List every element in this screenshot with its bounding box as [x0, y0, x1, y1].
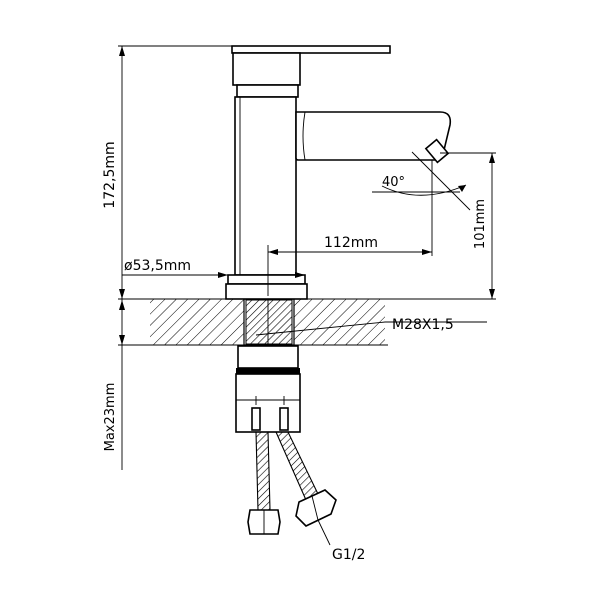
hose-nuts: [247, 489, 337, 535]
thread-leader: [255, 321, 487, 336]
label-base-diameter: ø53,5mm: [124, 258, 191, 274]
dimension-height: [118, 45, 232, 299]
mounting-nut: [235, 345, 301, 433]
label-spout-height: 101mm: [473, 199, 488, 249]
flexible-hoses: [255, 431, 319, 511]
connection-leader: [317, 519, 331, 546]
label-height: 172,5mm: [102, 141, 118, 208]
dimension-spout-height: [388, 152, 496, 300]
label-connection: G1/2: [332, 547, 365, 563]
label-angle: 40°: [382, 175, 405, 190]
dimension-base: [122, 272, 305, 278]
threaded-shank: [245, 299, 293, 345]
faucet-body: [225, 45, 391, 300]
label-max-thickness: Max23mm: [103, 383, 118, 452]
spout: [295, 111, 452, 164]
dimension-reach: [267, 160, 433, 296]
label-thread: M28X1,5: [392, 317, 454, 333]
label-reach: 112mm: [324, 235, 378, 251]
dimension-thickness: [119, 299, 125, 470]
dimension-angle: [372, 151, 471, 211]
